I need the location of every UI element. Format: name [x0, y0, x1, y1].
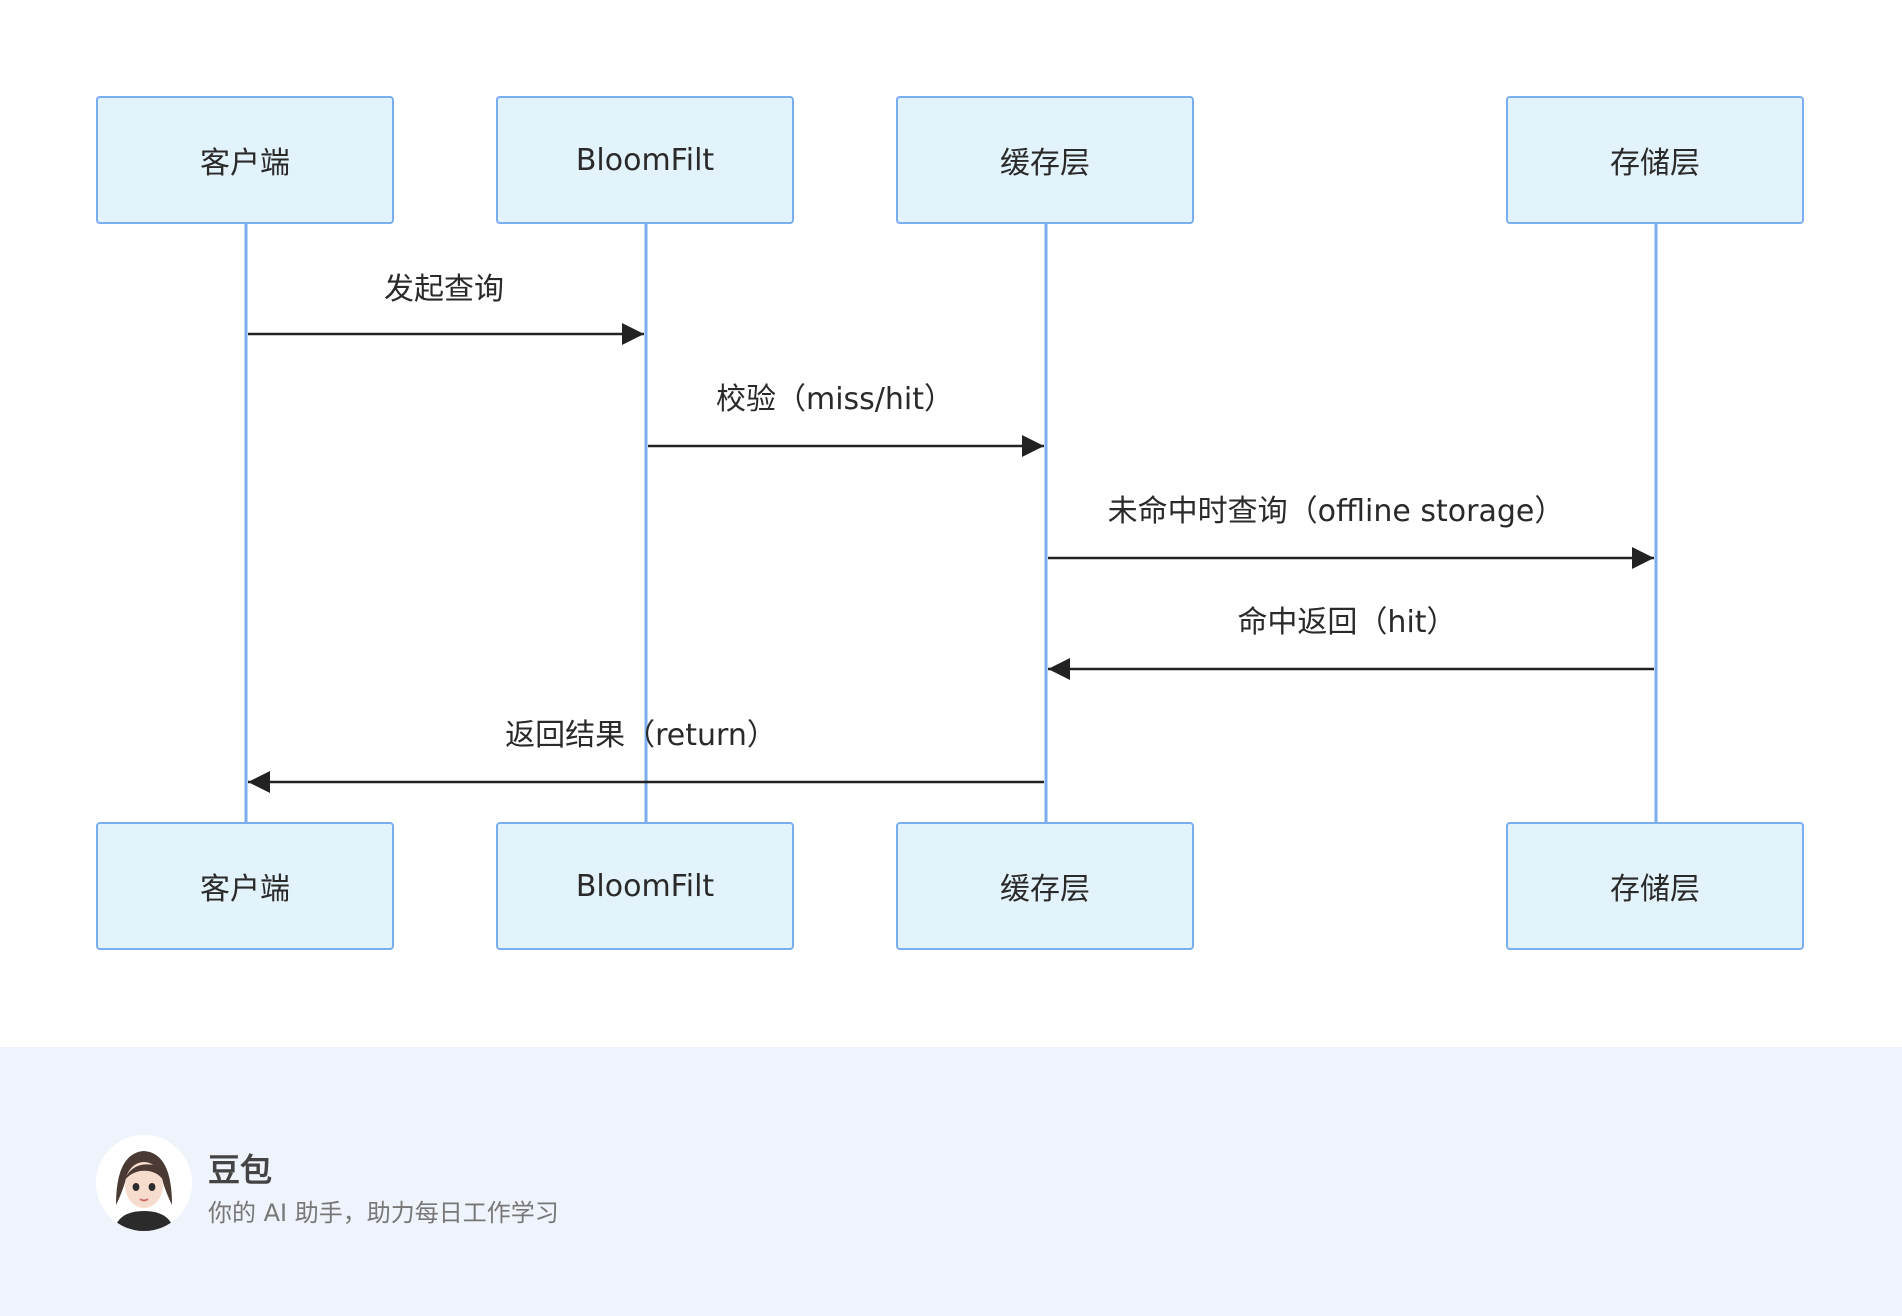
actor-bottom-bloomfilter: BloomFilt — [496, 822, 794, 950]
message-label-2: 校验（miss/hit） — [715, 382, 955, 417]
sequence-diagram: 客户端 BloomFilt 缓存层 存储层 客户端 BloomFilt 缓存层 … — [96, 96, 1804, 950]
footer-bar: 豆包 你的 AI 助手，助力每日工作学习 — [0, 1047, 1902, 1316]
actor-bottom-cache: 缓存层 — [896, 822, 1194, 950]
actor-bottom-client: 客户端 — [96, 822, 394, 950]
actor-top-cache: 缓存层 — [896, 96, 1194, 224]
diagram-canvas — [244, 224, 1658, 822]
message-label-1: 发起查询 — [384, 272, 504, 307]
message-label-3: 未命中时查询（offline storage） — [1107, 494, 1565, 529]
message-label-5: 返回结果（return） — [505, 718, 777, 753]
actor-bottom-storage: 存储层 — [1506, 822, 1804, 950]
actor-top-bloomfilter: BloomFilt — [496, 96, 794, 224]
avatar-icon — [96, 1135, 192, 1231]
message-label-4: 命中返回（hit） — [1237, 605, 1457, 640]
actor-top-client: 客户端 — [96, 96, 394, 224]
actor-top-storage: 存储层 — [1506, 96, 1804, 224]
brand-tagline: 你的 AI 助手，助力每日工作学习 — [208, 1199, 559, 1227]
brand-name: 豆包 — [208, 1151, 273, 1189]
